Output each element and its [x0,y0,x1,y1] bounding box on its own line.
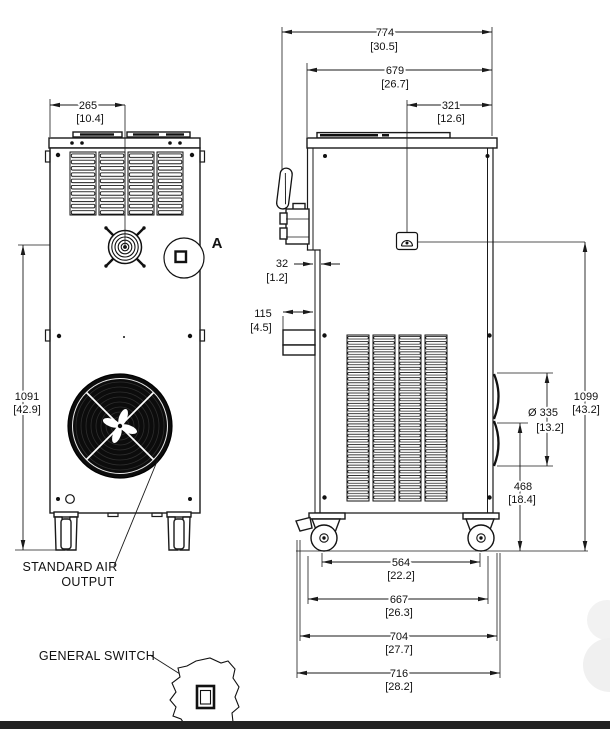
dim-667-mm: 667 [390,594,408,606]
louver-column [372,334,396,502]
screw-dot [70,141,74,145]
dim-679-mm: 679 [386,65,404,77]
drain-hole [65,494,75,504]
watermark-circles [583,600,610,692]
general-switch-detail [169,657,240,729]
dim-32-inch: [1.2] [266,272,287,284]
louver-column [69,151,97,216]
screw-dot [80,141,84,145]
front-lid-mark [133,133,159,136]
handle-lever-icon [276,167,310,245]
screw-dot [487,495,492,500]
base-tab [151,512,163,518]
screw-dot [322,495,327,500]
dim-265-inch: [10.4] [76,113,104,125]
base-tab [107,512,119,518]
side-view [276,131,588,552]
front-caster-left [53,511,79,551]
louver-column [156,151,184,216]
dim-564-inch: [22.2] [387,570,415,582]
general-switch-label: GENERAL SWITCH [39,649,155,663]
detail-a-callout: A [163,235,223,279]
front-lid-mark [166,133,184,136]
screw-dot [56,333,62,339]
side-top-rail [306,137,498,149]
side-tab [44,329,51,342]
louver-column [346,334,370,502]
dim-265-mm: 265 [79,100,97,112]
dim-1099-inch: [43.2] [572,404,600,416]
dim-1091-mm: 1091 [15,391,39,403]
detail-a-label: A [212,235,223,252]
dim-667-inch: [26.3] [385,607,413,619]
dim-321-inch: [12.6] [437,113,465,125]
dim-716-inch: [28.2] [385,681,413,693]
side-duct [282,329,316,356]
dim-335-inch: [13.2] [536,422,564,434]
dim-564-mm: 564 [392,557,410,569]
dim-32-mm: 32 [276,258,288,270]
page-edge-bar [0,721,610,729]
leader-standard-air [113,458,159,567]
screw-dot [188,497,192,501]
dim-774-inch: [30.5] [370,41,398,53]
dim-468-inch: [18.4] [508,494,536,506]
panel-latch-icon [395,231,419,251]
side-tab [44,150,51,163]
dim-704-inch: [27.7] [385,644,413,656]
screw-dot [189,152,195,158]
side-tab [199,329,206,342]
screw-dot [187,333,193,339]
standard-air-output-label-2: OUTPUT [61,575,114,589]
watermark-circle [583,638,610,692]
screw-dot [322,333,327,338]
side-caster-left [295,512,346,552]
screw-dot [178,141,182,145]
dim-468-mm: 468 [514,481,532,493]
dim-115-mm: 115 [254,308,272,320]
standard-air-output-label-1: STANDARD AIR [22,560,117,574]
dim-716-mm: 716 [390,668,408,680]
front-view: A [44,131,223,551]
louver-column [424,334,448,502]
screw-dot [56,497,60,501]
side-caster-right [462,512,500,552]
screw-dot [485,154,490,158]
louver-column [398,334,422,502]
side-tab [199,150,206,163]
air-output-fan-icon [67,373,173,479]
switch-icon [174,250,188,264]
dimension-annotations: 265 [10.4] 1091 [42.9] 774 [30.5] 679 [2… [11,25,602,695]
watermark-circle [587,600,610,640]
dim-1099-mm: 1099 [574,391,598,403]
side-lid-mark [382,134,389,137]
louver-column [127,151,155,216]
dim-679-inch: [26.7] [381,79,409,91]
fan-pinwheel [102,408,138,444]
screw-dot [487,333,492,338]
dim-335-mm: Ø 335 [528,407,558,419]
dim-704-mm: 704 [390,631,408,643]
front-caster-right [166,511,192,551]
screw-dot [168,141,172,145]
front-lid-mark [80,133,114,136]
general-switch-inner [199,689,212,705]
louver-column [98,151,126,216]
side-louver-grille [346,334,448,502]
general-switch-icon [195,684,216,710]
dim-115-inch: [4.5] [250,322,271,334]
center-mark [123,336,125,338]
dim-321-mm: 321 [442,100,460,112]
dim-1091-inch: [42.9] [13,404,41,416]
screw-dot [323,154,327,158]
screw-dot [55,152,61,158]
side-lid-mark [320,134,378,137]
front-louver-grille [69,151,184,216]
callout-labels: STANDARD AIR OUTPUT GENERAL SWITCH [22,458,240,729]
dim-774-mm: 774 [376,27,394,39]
output-fan-bulge [492,373,500,467]
